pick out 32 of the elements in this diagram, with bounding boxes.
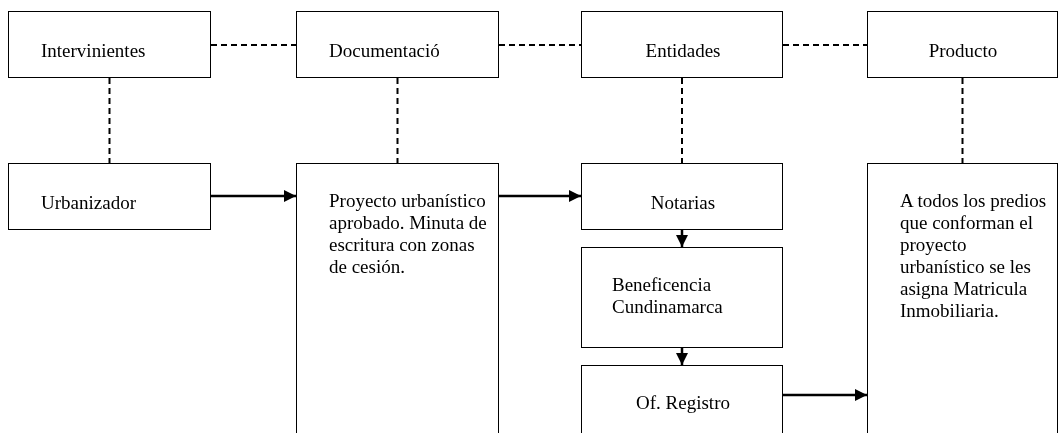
dashed-connector [782,44,868,46]
dashed-connector [108,77,111,164]
box-label: Proyecto urbanístico aprobado. Minuta de escritura con zonas de cesión. [329,190,488,278]
process-box [8,163,211,230]
box-label: Urbanizador [41,192,137,214]
arrow [783,388,867,402]
dashed-connector [210,44,297,46]
dashed-connector [961,77,964,164]
process-box [581,11,783,78]
dashed-connector [681,77,683,164]
process-box [296,11,499,78]
process-box [581,365,783,433]
process-box [296,163,499,433]
dashed-connector [498,44,582,46]
process-box [581,163,783,230]
process-box [867,163,1058,433]
box-label: Intervinientes [41,40,147,62]
process-box [867,11,1058,78]
box-label: Notarias [649,192,717,214]
arrow [675,230,689,247]
dashed-connector [396,77,399,164]
box-label: Of. Registro [635,392,731,414]
arrow [499,189,581,203]
process-box [581,247,783,348]
box-label: Documentació [329,40,441,62]
box-label: A todos los predios que conforman el proyecto urbanístico se les asigna Matricula Inmobiliaria. [900,190,1048,322]
box-label: Producto [927,40,999,62]
arrow [211,189,296,203]
process-box [8,11,211,78]
box-label: Entidades [644,40,722,62]
box-label: Beneficencia Cundinamarca [612,274,724,318]
arrow [675,348,689,365]
